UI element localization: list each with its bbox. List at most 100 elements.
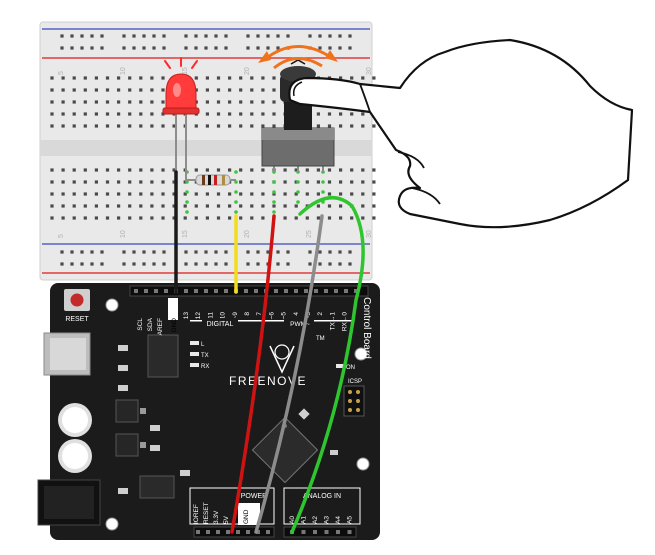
rail-hole [204, 34, 208, 38]
mounting-hole [105, 517, 119, 531]
rail-hole [194, 46, 198, 50]
mounting-hole [105, 298, 119, 312]
header-pin-hole [144, 289, 148, 293]
header-pin-hole [184, 289, 188, 293]
header-label-gnd: GND [171, 318, 178, 333]
terminal-hole [261, 192, 265, 196]
rail-hole [214, 250, 218, 254]
terminal-hole [228, 192, 232, 196]
terminal-hole [94, 180, 98, 184]
digital-pin-label: 4 [293, 312, 300, 316]
terminal-hole [239, 168, 243, 172]
terminal-hole [361, 180, 365, 184]
terminal-hole [205, 124, 209, 128]
rail-hole [122, 250, 126, 254]
header-pin-hole [347, 530, 352, 534]
rail-hole [224, 262, 228, 266]
terminal-hole [83, 124, 87, 128]
terminal-hole [128, 192, 132, 196]
led-glow-rays [164, 57, 198, 69]
terminal-hole [61, 112, 65, 116]
rail-hole [162, 262, 166, 266]
terminal-hole [72, 168, 76, 172]
terminal-hole [327, 204, 332, 208]
terminal-hole [150, 88, 154, 92]
terminal-hole [239, 112, 243, 116]
terminal-hole [250, 192, 254, 196]
rail-hole [100, 46, 104, 50]
rail-hole [286, 250, 290, 254]
power-pin-label: RESET [203, 502, 210, 524]
terminal-hole [117, 216, 121, 220]
rail-hole [90, 46, 94, 50]
header-pin-hole [226, 530, 230, 534]
rail-hole [204, 262, 208, 266]
rail-hole [328, 34, 332, 38]
terminal-hole [105, 112, 110, 116]
terminal-hole [316, 168, 320, 172]
terminal-hole [139, 192, 143, 196]
rail-hole [100, 262, 104, 266]
terminal-hole [205, 168, 209, 172]
power-header [193, 526, 275, 538]
header-pin-hole [214, 289, 218, 293]
rail-hole [286, 34, 290, 38]
rail-hole [184, 46, 188, 50]
terminal-hole [261, 204, 265, 208]
terminal-hole [94, 88, 98, 92]
rail-hole [142, 250, 146, 254]
resistor [185, 150, 236, 186]
terminal-hole [117, 168, 121, 172]
rail-hole [338, 250, 342, 254]
terminal-hole [350, 76, 354, 80]
terminal-hole [239, 204, 243, 208]
terminal-hole [372, 168, 376, 172]
terminal-hole [94, 112, 98, 116]
terminal-hole [83, 216, 87, 220]
terminal-hole [61, 204, 65, 208]
terminal-hole [61, 180, 65, 184]
analog-pin-label: A0 [289, 516, 296, 524]
header-pin-hole [336, 530, 340, 534]
terminal-hole [228, 76, 232, 80]
header-pin-hole [206, 530, 210, 534]
rail-hole [152, 34, 156, 38]
terminal-hole [72, 100, 76, 104]
capacitor-top [62, 407, 88, 433]
terminal-hole [294, 216, 298, 220]
terminal-hole [261, 100, 265, 104]
terminal-hole [272, 124, 276, 128]
rail-hole [318, 46, 322, 50]
led-label-tx: TX [201, 353, 209, 359]
rail-hole [162, 250, 166, 254]
terminal-hole [350, 168, 354, 172]
rail-hole [132, 250, 136, 254]
terminal-hole [83, 88, 87, 92]
header-pin-hole [304, 289, 308, 293]
terminal-hole [294, 168, 298, 172]
rail-hole [246, 250, 250, 254]
red-led [162, 57, 200, 172]
rail-hole [246, 34, 250, 38]
rail-hole [80, 34, 84, 38]
terminal-hole [72, 124, 76, 128]
terminal-hole [216, 112, 221, 116]
terminal-hole [228, 100, 232, 104]
terminal-hole [50, 88, 54, 92]
header-pin-hole [254, 289, 258, 293]
terminal-hole [339, 124, 343, 128]
terminal-hole [339, 192, 343, 196]
voltage-regulator [115, 399, 139, 423]
terminal-hole [94, 168, 98, 172]
terminal-hole [128, 216, 132, 220]
smd-component [150, 425, 160, 431]
rail-hole [348, 34, 352, 38]
rail-hole [194, 262, 198, 266]
header-pin-hole [216, 530, 220, 534]
rail-hole [308, 250, 312, 254]
rail-hole [122, 34, 126, 38]
analog-label: ANALOG IN [303, 493, 341, 500]
terminal-hole [150, 100, 154, 104]
col-number: 30 [366, 230, 373, 238]
terminal-hole [83, 180, 87, 184]
